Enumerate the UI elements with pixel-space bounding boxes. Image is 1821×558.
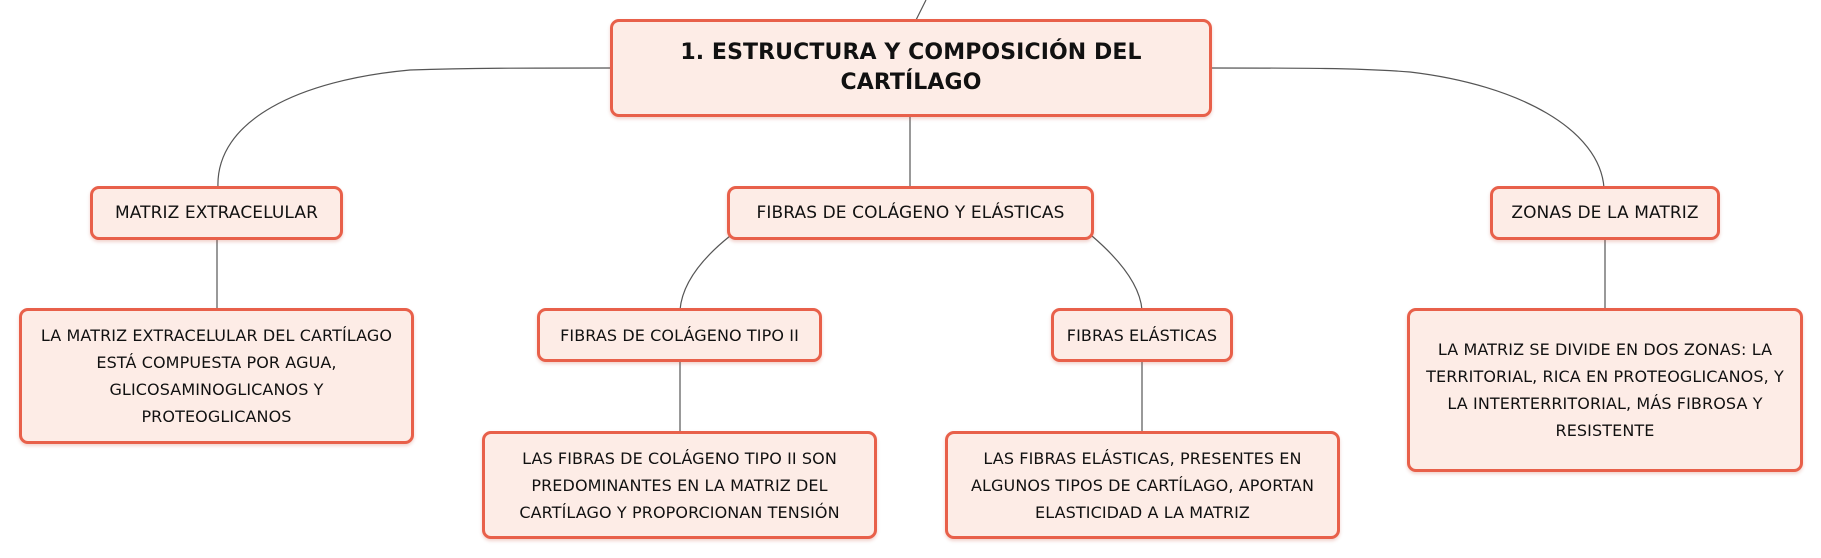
connector-parent-to-title [915, 0, 927, 21]
colageno-label: FIBRAS DE COLÁGENO TIPO II [560, 325, 799, 345]
connector-fibras-to-elasticas [1091, 235, 1143, 311]
title-node[interactable]: 1. ESTRUCTURA Y COMPOSICIÓN DEL CARTÍLAG… [610, 19, 1212, 117]
matriz-detail-node[interactable]: LA MATRIZ EXTRACELULAR DEL CARTÍLAGO EST… [19, 308, 414, 444]
zonas-label: ZONAS DE LA MATRIZ [1511, 202, 1699, 223]
matriz-node[interactable]: MATRIZ EXTRACELULAR [90, 186, 343, 240]
zonas-detail-node[interactable]: LA MATRIZ SE DIVIDE EN DOS ZONAS: LA TER… [1407, 308, 1803, 472]
elasticas-node[interactable]: FIBRAS ELÁSTICAS [1051, 308, 1233, 362]
zonas-detail-text: LA MATRIZ SE DIVIDE EN DOS ZONAS: LA TER… [1426, 340, 1784, 440]
colageno-node[interactable]: FIBRAS DE COLÁGENO TIPO II [537, 308, 822, 362]
matriz-label: MATRIZ EXTRACELULAR [114, 202, 319, 223]
title-text: 1. ESTRUCTURA Y COMPOSICIÓN DEL CARTÍLAG… [680, 40, 1142, 95]
connector-title-to-zonas [1209, 67, 1605, 189]
zonas-node[interactable]: ZONAS DE LA MATRIZ [1490, 186, 1720, 240]
elasticas-detail-text: LAS FIBRAS ELÁSTICAS, PRESENTES EN ALGUN… [970, 448, 1315, 522]
fibras-node[interactable]: FIBRAS DE COLÁGENO Y ELÁSTICAS [727, 186, 1094, 240]
colageno-detail-text: LAS FIBRAS DE COLÁGENO TIPO II SON PREDO… [519, 448, 840, 522]
elasticas-detail-node[interactable]: LAS FIBRAS ELÁSTICAS, PRESENTES EN ALGUN… [945, 431, 1340, 539]
matriz-detail-text: LA MATRIZ EXTRACELULAR DEL CARTÍLAGO EST… [40, 326, 393, 426]
fibras-label: FIBRAS DE COLÁGENO Y ELÁSTICAS [756, 202, 1065, 223]
connector-fibras-to-colageno [679, 235, 731, 311]
connector-title-to-matriz [217, 67, 613, 189]
colageno-detail-node[interactable]: LAS FIBRAS DE COLÁGENO TIPO II SON PREDO… [482, 431, 877, 539]
elasticas-label: FIBRAS ELÁSTICAS [1066, 325, 1218, 345]
